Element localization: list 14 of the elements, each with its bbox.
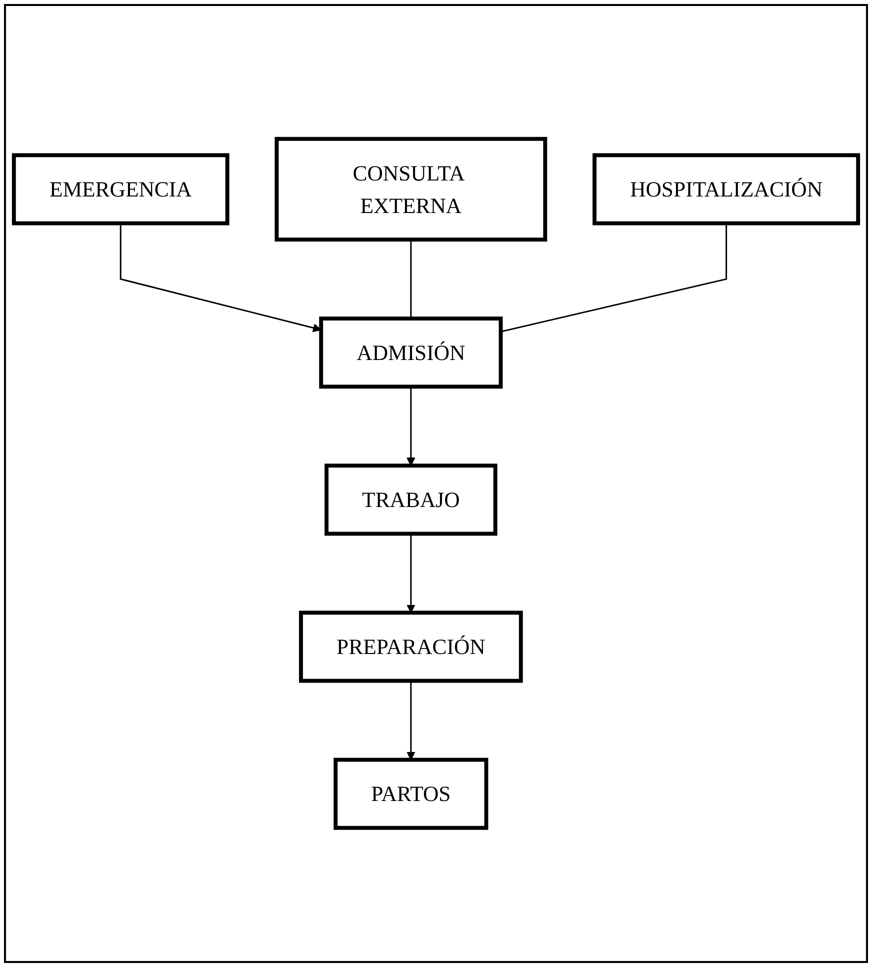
node-box [324,464,498,536]
node-box [12,153,230,226]
arrow [406,386,416,466]
node-box [592,153,860,226]
frame-border: EMERGENCIA CONSULTA EXTERNA HOSPITALIZACIÓN ADMISIÓN TRABAJO PREPARACIÓN PARTOS [4,4,868,963]
connector [500,223,728,332]
arrow [406,534,416,614]
node-box [319,316,503,389]
connector [410,240,412,319]
node-box [334,758,488,830]
arrow [120,223,322,332]
node-box [299,610,523,683]
arrow [406,680,416,760]
node-box [274,137,548,242]
